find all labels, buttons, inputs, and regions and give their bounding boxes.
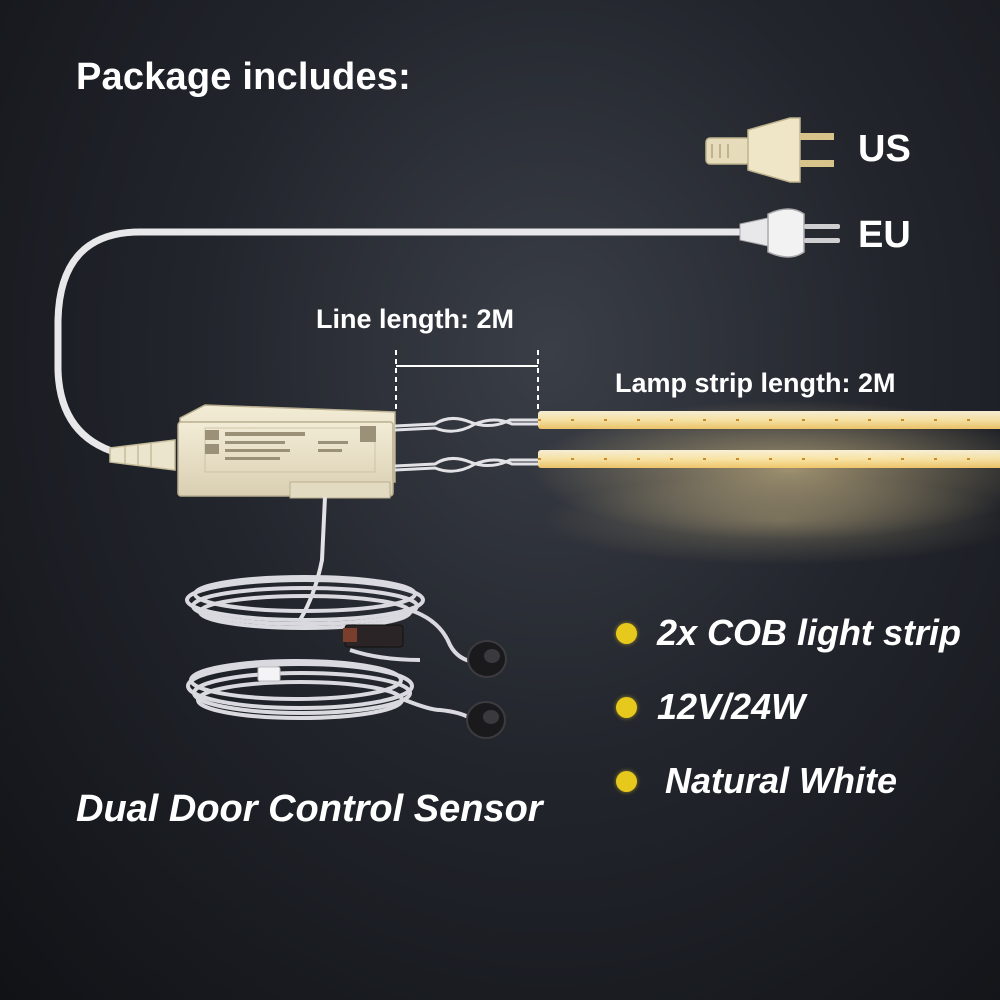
sensor-cable-coil-upper (185, 575, 476, 664)
eu-plug-icon (739, 208, 840, 258)
eu-plug-label: EU (858, 214, 911, 256)
cob-light-strips (538, 411, 1000, 468)
strip-glow (530, 400, 1000, 565)
power-cable (54, 228, 749, 459)
feature-item: 12V/24W (616, 670, 961, 744)
sensor-label: Dual Door Control Sensor (76, 788, 543, 830)
page-title: Package includes: (76, 56, 411, 98)
cable-tie (257, 666, 281, 682)
bullet-icon (616, 622, 637, 644)
connector-clip (343, 628, 357, 642)
controller-box (177, 404, 396, 499)
feature-text: 2x COB light strip (657, 612, 962, 653)
bullet-icon (616, 770, 637, 792)
feature-list: 2x COB light strip 12V/24W Natural White (616, 596, 961, 818)
dimension-bracket (395, 350, 539, 410)
bullet-icon (616, 696, 637, 718)
feature-item: Natural White (616, 744, 961, 818)
lead-wires (394, 417, 540, 473)
sensor-cable-coil-lower (186, 648, 472, 720)
feature-text: Natural White (665, 760, 898, 801)
us-plug-label: US (858, 128, 911, 170)
us-plug-icon (705, 117, 834, 183)
line-length-label: Line length: 2M (316, 304, 514, 334)
feature-item: 2x COB light strip (616, 596, 961, 670)
door-sensor-icon (466, 640, 507, 739)
power-connector (109, 439, 176, 471)
strip-length-label: Lamp strip length: 2M (615, 368, 896, 398)
feature-text: 12V/24W (657, 686, 806, 727)
sensor-cable (298, 496, 327, 622)
